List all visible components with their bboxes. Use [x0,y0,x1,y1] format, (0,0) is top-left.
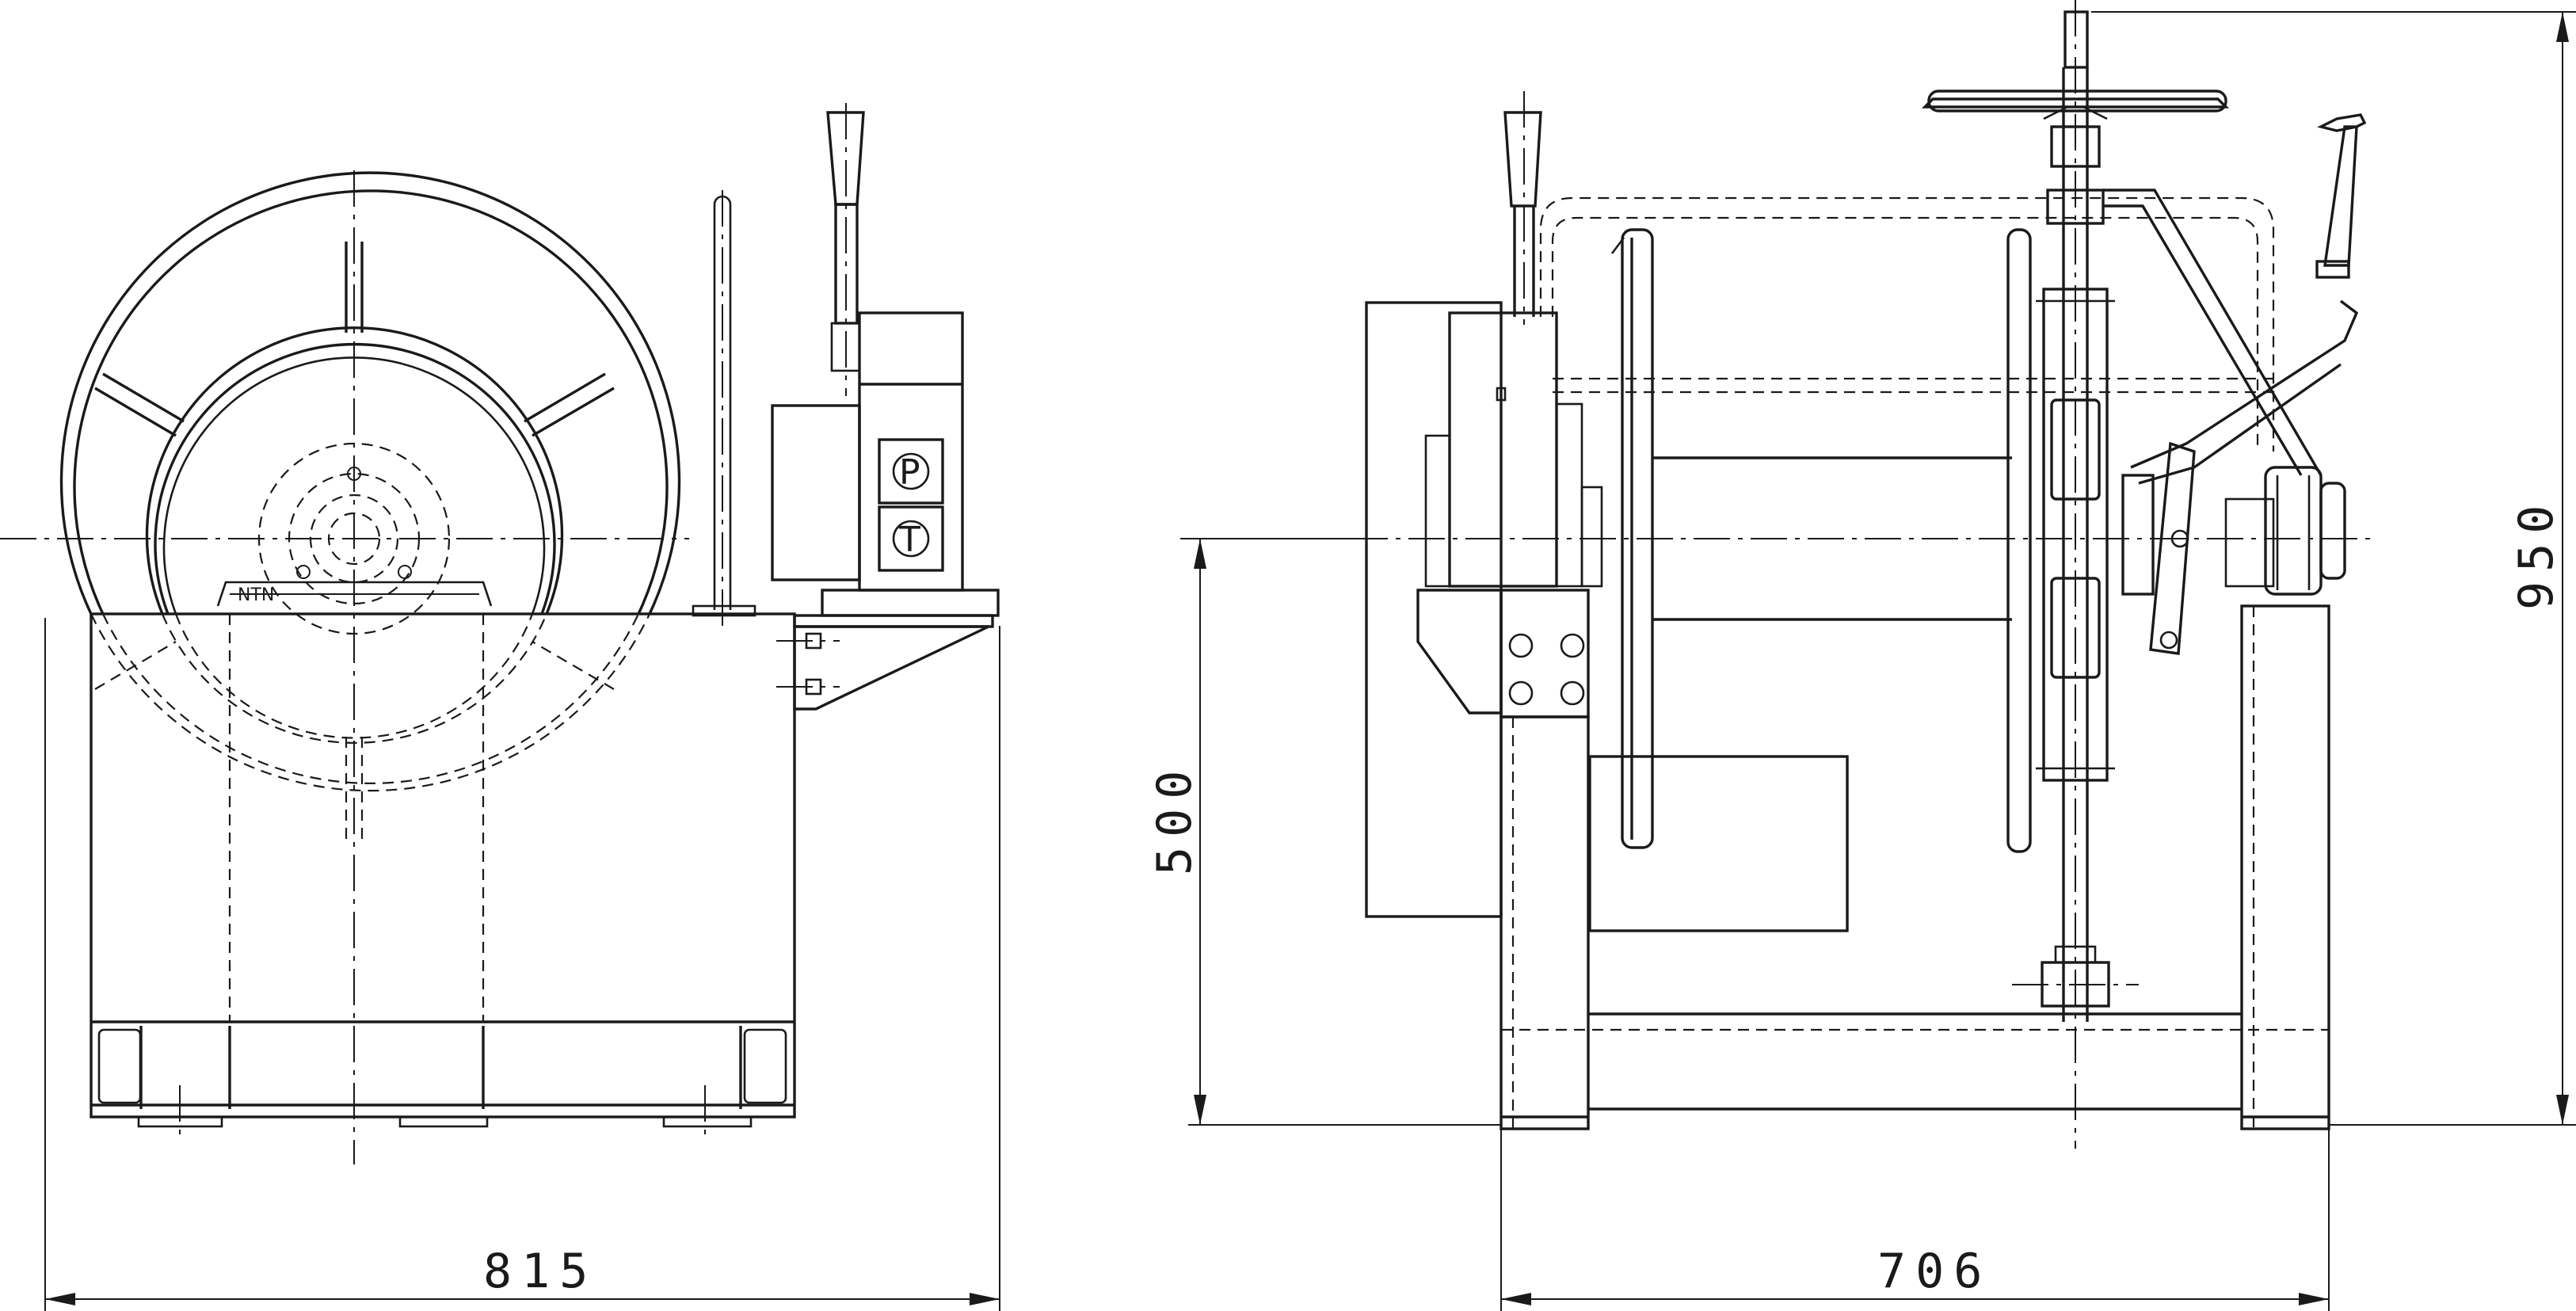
dimension-lines [44,11,2576,1311]
pressure-port-label: P [899,452,920,493]
front-left-lever [1503,91,1542,325]
side-view: NTN [0,103,1000,1164]
brake-linkage [2103,113,2367,655]
front-gearbox [2264,466,2346,596]
dimension-815-label: 815 [483,1244,597,1299]
front-base-frame [1416,589,2330,1130]
valve-block: P T [771,311,964,592]
dimension-706-label: 706 [1877,1244,1991,1299]
front-drum-flange-right [2006,228,2032,853]
pressure-port-circle [892,452,930,490]
side-rod [692,190,756,626]
tank-port-circle [892,520,930,558]
hydraulic-motor [1365,301,1603,918]
tank-port-label: T [898,520,920,560]
front-drum-flange-left [1610,228,1654,849]
drum-flange [59,171,681,792]
handwheel-shaft [1921,10,2230,1022]
mounting-bracket [776,589,1000,711]
guard-outline [1539,196,2275,452]
side-base-frame [90,612,796,1137]
dimension-labels: 815 706 500 950 [483,496,2564,1299]
side-control-lever [826,103,865,396]
bearing-marking: NTN [238,585,274,605]
front-drum-barrel [1588,456,2012,932]
drum-spokes [94,242,615,840]
drum-hub: NTN [216,442,493,635]
dimension-950-label: 950 [2509,496,2564,610]
front-view [1180,0,2376,1149]
drum-barrel [145,326,564,744]
dimension-500-label: 500 [1147,761,1202,875]
